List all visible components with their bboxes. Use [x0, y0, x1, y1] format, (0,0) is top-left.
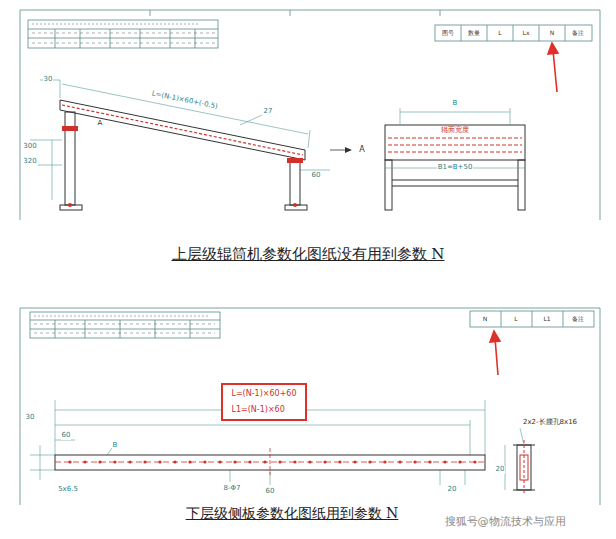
- dimension: 20: [495, 466, 506, 474]
- hole-dot: [263, 460, 266, 463]
- hole-dot: [248, 460, 251, 463]
- view-mark: A: [358, 146, 365, 155]
- hole-dot: [83, 460, 86, 463]
- hole-dot: [368, 460, 371, 463]
- hole-dot: [173, 460, 176, 463]
- hole-dot: [143, 460, 146, 463]
- hole-dot: [308, 460, 311, 463]
- hole-dot: [203, 460, 206, 463]
- dimension: 60: [265, 488, 276, 496]
- highlight-box: L=(N-1)×60+60L1=(N-1)×60: [221, 383, 307, 422]
- hole-dot: [338, 460, 341, 463]
- hole-dot: [413, 460, 416, 463]
- dimension: L=(N-1)×60+(-0.5): [150, 90, 219, 111]
- dimension: 20: [447, 486, 458, 494]
- dimension: 60: [61, 432, 72, 440]
- formula-text: L=(N-1)×60+60: [231, 389, 297, 399]
- caption: 上层级辊筒机参数化图纸没有用到参数 N: [171, 246, 446, 263]
- dimension: 60: [311, 172, 322, 180]
- dimension: 30: [43, 76, 54, 84]
- dimension: B: [112, 442, 119, 450]
- dimension: B: [452, 100, 459, 108]
- dimension: B1=B+50: [437, 164, 474, 172]
- hole-dot: [353, 460, 356, 463]
- dimension: 5x6.5: [57, 486, 79, 494]
- hole-dot: [128, 460, 131, 463]
- hole-dot: [473, 460, 476, 463]
- hole-dot: [383, 460, 386, 463]
- title-cell: L: [497, 30, 502, 37]
- hole-dot: [68, 460, 71, 463]
- dimension: 27: [263, 108, 274, 116]
- note-text: 辊面宽度: [440, 127, 470, 135]
- hole-dot: [428, 460, 431, 463]
- hole-dot: [458, 460, 461, 463]
- watermark: 搜狐号@物流技术与应用: [444, 516, 567, 528]
- title-cell: 备注: [571, 30, 585, 37]
- title-cell: N: [482, 316, 489, 323]
- hole-dot: [158, 460, 161, 463]
- hole-dot: [278, 460, 281, 463]
- title-cell: Lx: [522, 30, 531, 37]
- view-mark: A: [97, 120, 104, 128]
- title-cell: 数量: [467, 30, 481, 37]
- caption: 下层级侧板参数化图纸用到参数 N: [185, 506, 400, 521]
- hole-dot: [188, 460, 191, 463]
- hole-dot: [398, 460, 401, 463]
- dimension: 300: [22, 143, 37, 151]
- note-text: 2x2-长腰孔8x16: [522, 419, 578, 427]
- dimension: 320: [22, 158, 37, 166]
- hole-dot: [233, 460, 236, 463]
- title-cell: N: [549, 30, 556, 37]
- dimension: 30: [25, 414, 36, 422]
- dimension: 8-Φ7: [223, 485, 242, 493]
- title-cell: 备注: [571, 316, 585, 323]
- title-cell: 图号: [441, 30, 455, 37]
- title-cell: L: [513, 316, 518, 323]
- hole-dot: [218, 460, 221, 463]
- hole-dot: [113, 460, 116, 463]
- hole-dot: [98, 460, 101, 463]
- hole-dot: [323, 460, 326, 463]
- hole-dot: [293, 460, 296, 463]
- formula-text: L1=(N-1)×60: [231, 405, 297, 415]
- title-cell: L1: [542, 316, 551, 323]
- hole-dot: [443, 460, 446, 463]
